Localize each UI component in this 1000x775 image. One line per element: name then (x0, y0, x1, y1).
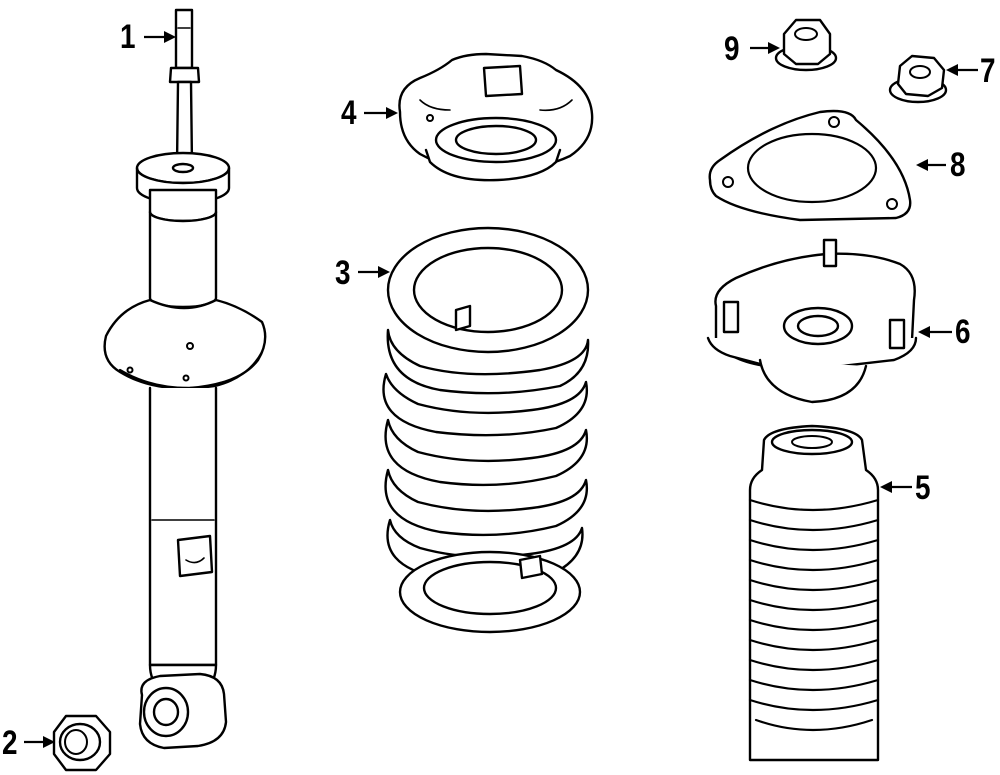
dust-boot[interactable] (748, 424, 880, 762)
strut-mount[interactable] (706, 238, 918, 404)
callout-number-9[interactable]: 9 (724, 30, 740, 68)
lower-nut[interactable] (52, 714, 112, 772)
callout-number-6[interactable]: 6 (955, 313, 971, 351)
callout-number-3[interactable]: 3 (335, 254, 351, 292)
callout-number-5[interactable]: 5 (915, 469, 931, 507)
callout-number-8[interactable]: 8 (950, 146, 966, 184)
leader-arrows (24, 31, 978, 748)
callout-number-2[interactable]: 2 (2, 724, 18, 762)
callout-number-4[interactable]: 4 (341, 94, 357, 132)
flange-nut[interactable] (888, 54, 948, 104)
upper-nut[interactable] (774, 18, 838, 72)
mount-gasket[interactable] (708, 109, 912, 222)
coil-spring[interactable] (382, 226, 590, 634)
shock-absorber[interactable] (103, 8, 267, 750)
callout-number-1[interactable]: 1 (120, 18, 136, 56)
callout-number-7[interactable]: 7 (980, 52, 996, 90)
spring-seat[interactable] (398, 52, 594, 182)
